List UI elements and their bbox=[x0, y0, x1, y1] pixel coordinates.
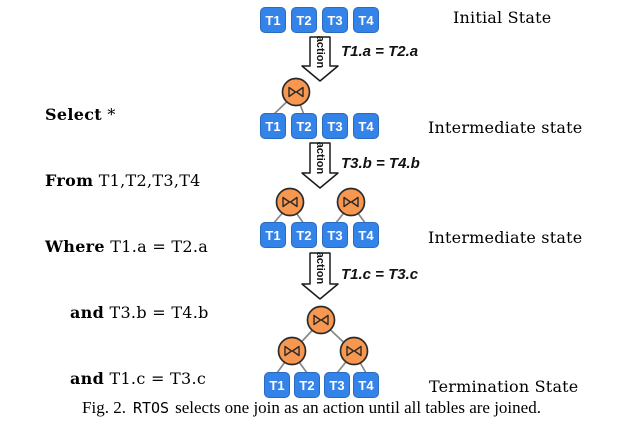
table-node-t2: T2 bbox=[291, 7, 317, 33]
sql-text: T1,T2,T3,T4 bbox=[93, 171, 201, 190]
table-node-t1: T1 bbox=[260, 222, 286, 248]
table-node-t1: T1 bbox=[260, 7, 286, 33]
sql-text: T1.a = T2.a bbox=[104, 237, 209, 256]
join-nodes bbox=[275, 77, 369, 366]
table-node-t4: T4 bbox=[353, 372, 379, 398]
bowtie-join-icon bbox=[282, 196, 298, 208]
sql-line: and T1.c = T3.c bbox=[45, 368, 209, 390]
action-arrow-label: action bbox=[314, 142, 326, 175]
table-node-t4: T4 bbox=[353, 222, 379, 248]
caption-figure-number: Fig. 2. bbox=[82, 398, 126, 417]
sql-keyword: and bbox=[70, 369, 105, 388]
table-node-t3: T3 bbox=[322, 222, 348, 248]
sql-query: Select * From T1,T2,T3,T4 Where T1.a = T… bbox=[45, 60, 209, 428]
table-node-t2: T2 bbox=[294, 372, 320, 398]
join-node bbox=[275, 187, 305, 217]
sql-line: and T3.b = T4.b bbox=[45, 302, 209, 324]
state-label-intermediate-2: Intermediate state bbox=[428, 228, 583, 247]
sql-line: From T1,T2,T3,T4 bbox=[45, 170, 209, 192]
bowtie-join-icon bbox=[313, 314, 329, 326]
join-node bbox=[277, 336, 307, 366]
sql-keyword: From bbox=[45, 171, 94, 190]
down-arrow-icon bbox=[301, 252, 339, 300]
join-node bbox=[281, 77, 311, 107]
join-node bbox=[306, 305, 336, 335]
state-label-termination: Termination State bbox=[429, 377, 579, 396]
table-node-t1: T1 bbox=[264, 372, 290, 398]
join-node bbox=[336, 187, 366, 217]
action-arrow-2: action bbox=[301, 142, 339, 189]
bowtie-join-icon bbox=[346, 345, 362, 357]
action-arrow-label: action bbox=[314, 252, 326, 285]
figure-caption: Fig. 2. RTOS selects one join as an action… bbox=[0, 398, 623, 418]
sql-text: T1.c = T3.c bbox=[104, 369, 207, 388]
sql-keyword: and bbox=[70, 303, 105, 322]
sql-line: Where T1.a = T2.a bbox=[45, 236, 209, 258]
caption-system-name: RTOS bbox=[132, 399, 170, 417]
table-node-t4: T4 bbox=[353, 113, 379, 139]
down-arrow-icon bbox=[301, 142, 339, 189]
table-node-t3: T3 bbox=[324, 372, 350, 398]
sql-keyword: Select bbox=[45, 105, 102, 124]
bowtie-join-icon bbox=[343, 196, 359, 208]
bowtie-join-icon bbox=[284, 345, 300, 357]
action-condition-2: T3.b = T4.b bbox=[341, 155, 420, 172]
table-node-t3: T3 bbox=[322, 7, 348, 33]
table-node-t2: T2 bbox=[291, 113, 317, 139]
sql-text: * bbox=[101, 105, 116, 124]
down-arrow-icon bbox=[301, 36, 339, 82]
sql-line: Select * bbox=[45, 104, 209, 126]
state-label-initial: Initial State bbox=[453, 8, 552, 27]
action-condition-1: T1.a = T2.a bbox=[341, 43, 419, 60]
caption-text: selects one join as an action until all … bbox=[175, 398, 541, 417]
action-arrow-3: action bbox=[301, 252, 339, 300]
state-label-intermediate-1: Intermediate state bbox=[428, 118, 583, 137]
table-node-t4: T4 bbox=[353, 7, 379, 33]
action-condition-3: T1.c = T3.c bbox=[341, 266, 419, 283]
action-arrow-label: action bbox=[314, 36, 326, 69]
sql-keyword: Where bbox=[45, 237, 105, 256]
join-node bbox=[339, 336, 369, 366]
sql-text: T3.b = T4.b bbox=[104, 303, 209, 322]
table-node-t3: T3 bbox=[322, 113, 348, 139]
table-node-t1: T1 bbox=[260, 113, 286, 139]
action-arrow-1: action bbox=[301, 36, 339, 82]
bowtie-join-icon bbox=[288, 86, 304, 98]
table-node-t2: T2 bbox=[291, 222, 317, 248]
